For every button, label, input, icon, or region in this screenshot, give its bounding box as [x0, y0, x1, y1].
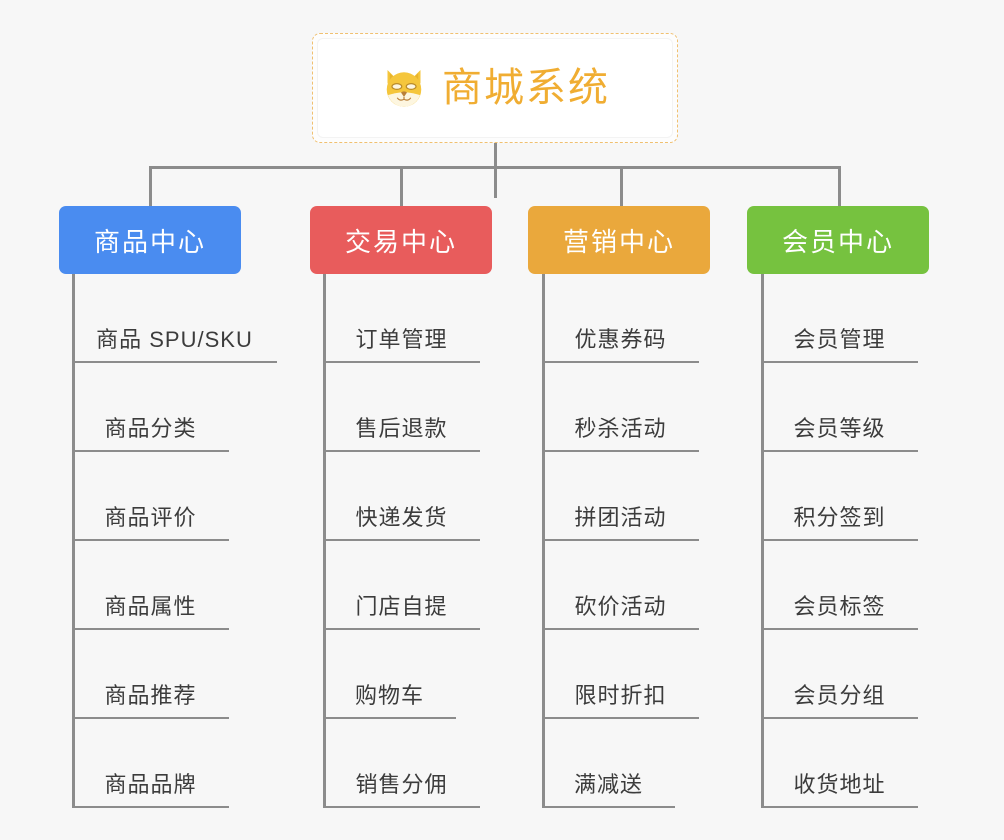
leaf-item[interactable]: 砍价活动: [542, 541, 699, 630]
category-box-2[interactable]: 交易中心: [310, 206, 492, 274]
leaf-label: 订单管理: [355, 327, 448, 352]
leaf-label: 售后退款: [355, 416, 448, 441]
leaf-label: 拼团活动: [574, 505, 667, 530]
leaf-label: 商品 SPU/SKU: [96, 327, 253, 352]
leaf-item[interactable]: 商品属性: [72, 541, 229, 630]
leaf-item[interactable]: 拼团活动: [542, 452, 699, 541]
shiba-dog-icon: [386, 70, 422, 107]
leaf-label: 快递发货: [355, 505, 448, 530]
leaf-column-4: 会员管理 会员等级 积分签到 会员标签 会员分组 收货地址: [761, 274, 961, 808]
category-label-3: 营销中心: [562, 226, 675, 257]
leaf-label: 会员管理: [793, 327, 886, 352]
root-node-title: 商城系统: [442, 66, 610, 110]
leaf-trunk-2: [323, 274, 326, 808]
category-label-1: 商品中心: [93, 226, 206, 257]
leaf-column-1: 商品 SPU/SKU 商品分类 商品评价 商品属性 商品推荐 商品品牌: [72, 274, 277, 808]
leaf-item[interactable]: 会员管理: [761, 274, 918, 363]
leaf-label: 会员标签: [793, 594, 886, 619]
leaf-item[interactable]: 满减送: [542, 719, 675, 808]
leaf-label: 收货地址: [793, 772, 886, 797]
leaf-item[interactable]: 商品 SPU/SKU: [72, 274, 277, 363]
leaf-label: 满减送: [573, 772, 643, 797]
connector-horizontal-bus: [149, 166, 841, 169]
leaf-item[interactable]: 会员分组: [761, 630, 918, 719]
leaf-item[interactable]: 会员标签: [761, 541, 918, 630]
category-label-2: 交易中心: [344, 226, 457, 257]
leaf-item[interactable]: 购物车: [323, 630, 456, 719]
leaf-trunk-3: [542, 274, 545, 808]
leaf-label: 会员分组: [793, 683, 886, 708]
leaf-label: 商品分类: [104, 416, 197, 441]
leaf-item[interactable]: 售后退款: [323, 363, 480, 452]
leaf-label: 秒杀活动: [574, 416, 667, 441]
category-box-4[interactable]: 会员中心: [747, 206, 929, 274]
leaf-column-3: 优惠券码 秒杀活动 拼团活动 砍价活动 限时折扣 满减送: [542, 274, 742, 808]
leaf-item[interactable]: 会员等级: [761, 363, 918, 452]
connector-drop-4: [838, 166, 841, 208]
leaf-item[interactable]: 快递发货: [323, 452, 480, 541]
leaf-trunk-4: [761, 274, 764, 808]
category-label-4: 会员中心: [781, 226, 894, 257]
leaf-item[interactable]: 积分签到: [761, 452, 918, 541]
leaf-item[interactable]: 商品推荐: [72, 630, 229, 719]
leaf-item[interactable]: 优惠券码: [542, 274, 699, 363]
leaf-label: 购物车: [354, 683, 424, 708]
leaf-label: 商品评价: [104, 505, 197, 530]
leaf-label: 门店自提: [355, 594, 448, 619]
leaf-trunk-1: [72, 274, 75, 808]
leaf-label: 限时折扣: [574, 683, 667, 708]
leaf-label: 商品推荐: [104, 683, 197, 708]
leaf-item[interactable]: 门店自提: [323, 541, 480, 630]
category-box-3[interactable]: 营销中心: [528, 206, 710, 274]
leaf-label: 积分签到: [793, 505, 886, 530]
leaf-item[interactable]: 销售分佣: [323, 719, 480, 808]
root-node-mall-system[interactable]: 商城系统: [312, 33, 678, 143]
leaf-label: 优惠券码: [574, 327, 667, 352]
leaf-item[interactable]: 订单管理: [323, 274, 480, 363]
leaf-label: 会员等级: [793, 416, 886, 441]
leaf-item[interactable]: 收货地址: [761, 719, 918, 808]
leaf-label: 砍价活动: [574, 594, 667, 619]
leaf-item[interactable]: 商品分类: [72, 363, 229, 452]
leaf-item[interactable]: 限时折扣: [542, 630, 699, 719]
category-box-1[interactable]: 商品中心: [59, 206, 241, 274]
leaf-column-2: 订单管理 售后退款 快递发货 门店自提 购物车 销售分佣: [323, 274, 523, 808]
root-node-inner-card: [317, 38, 673, 138]
connector-drop-3: [620, 166, 623, 208]
root-node-content: 商城系统: [380, 64, 610, 112]
leaf-label: 商品品牌: [104, 772, 197, 797]
connector-drop-1: [149, 166, 152, 208]
leaf-item[interactable]: 商品品牌: [72, 719, 229, 808]
connector-drop-2: [400, 166, 403, 208]
leaf-item[interactable]: 秒杀活动: [542, 363, 699, 452]
leaf-item[interactable]: 商品评价: [72, 452, 229, 541]
leaf-label: 商品属性: [104, 594, 197, 619]
leaf-label: 销售分佣: [355, 772, 448, 797]
connector-root-stem: [494, 143, 497, 198]
